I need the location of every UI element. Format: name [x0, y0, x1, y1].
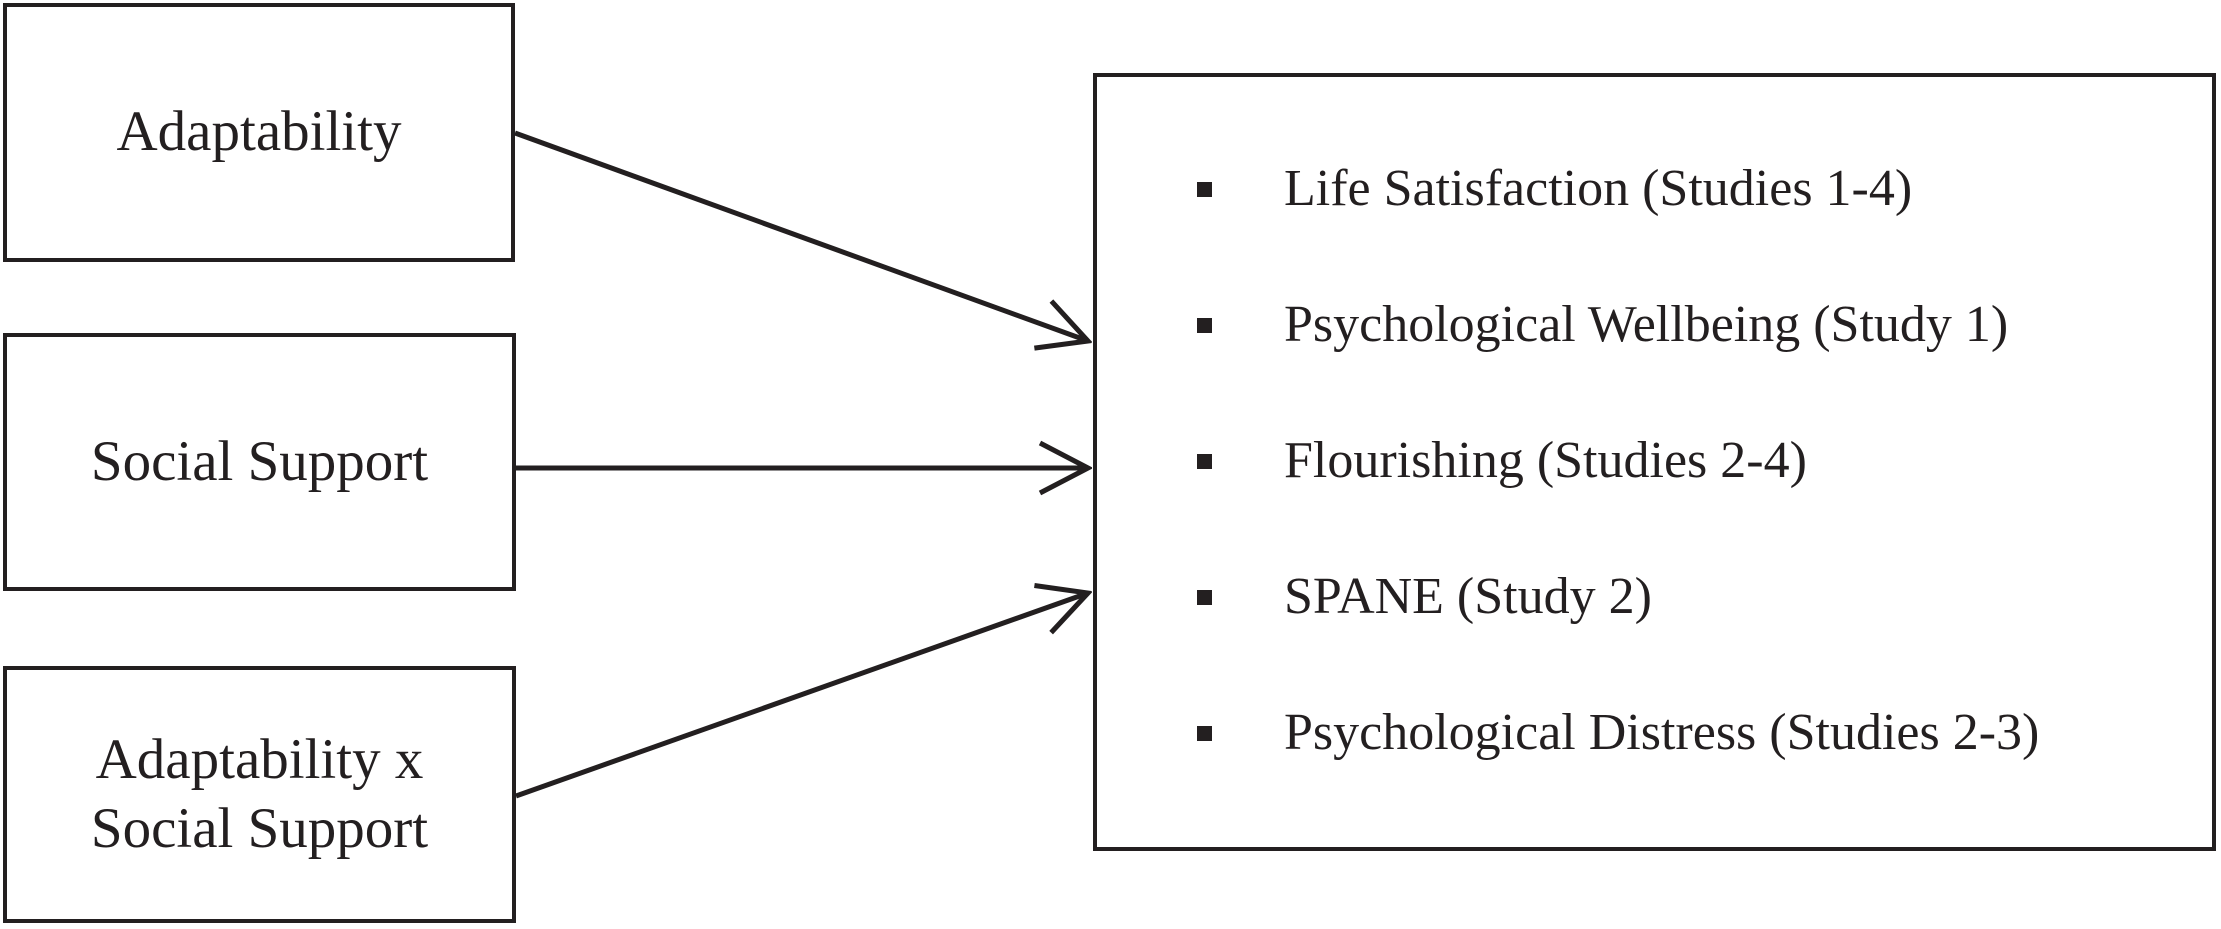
predictor-label-adaptability: Adaptability: [116, 100, 402, 164]
outcomes-box: Life Satisfaction (Studies 1-4) Psycholo…: [1093, 73, 2216, 851]
predictor-box-interaction: Adaptability x Social Support: [3, 666, 516, 923]
square-bullet-icon: [1197, 317, 1212, 333]
outcome-item: SPANE (Study 2): [1197, 528, 2182, 664]
predictor-label-interaction: Adaptability x Social Support: [90, 728, 429, 860]
predictor-label-social-support: Social Support: [90, 429, 429, 493]
arrow-interaction-to-outcomes: [515, 593, 1088, 799]
outcome-item: Psychological Wellbeing (Study 1): [1197, 256, 2182, 392]
outcome-item-label: Psychological Wellbeing (Study 1): [1284, 295, 2009, 353]
predictor-box-social-support: Social Support: [3, 333, 516, 591]
outcome-item: Flourishing (Studies 2-4): [1197, 392, 2182, 528]
square-bullet-icon: [1197, 453, 1212, 469]
outcome-item-label: Psychological Distress (Studies 2-3): [1284, 703, 2040, 761]
outcome-item: Psychological Distress (Studies 2-3): [1197, 664, 2182, 800]
outcome-item: Life Satisfaction (Studies 1-4): [1197, 120, 2182, 256]
arrow-adaptability-to-outcomes: [514, 130, 1088, 341]
square-bullet-icon: [1197, 725, 1212, 741]
square-bullet-icon: [1197, 589, 1212, 605]
outcome-item-label: Life Satisfaction (Studies 1-4): [1284, 159, 1913, 217]
predictor-box-adaptability: Adaptability: [3, 3, 515, 262]
outcome-item-label: SPANE (Study 2): [1284, 567, 1652, 625]
square-bullet-icon: [1197, 181, 1212, 197]
outcome-list: Life Satisfaction (Studies 1-4) Psycholo…: [1097, 77, 2212, 800]
outcome-item-label: Flourishing (Studies 2-4): [1284, 431, 1807, 489]
